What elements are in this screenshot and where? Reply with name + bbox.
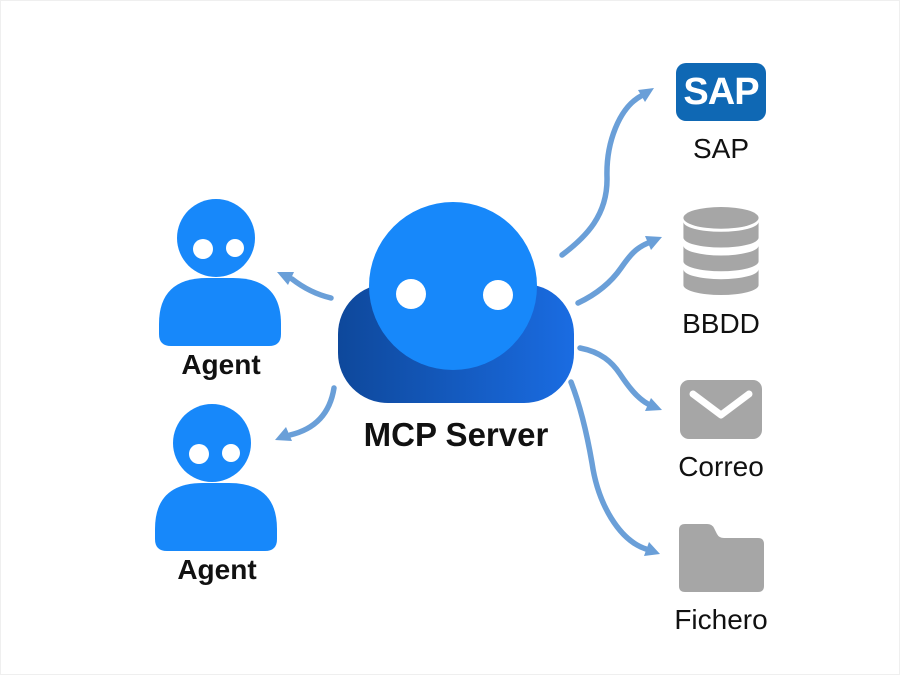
right-eye xyxy=(222,444,240,462)
right-eye xyxy=(483,280,513,310)
arrow-to-fichero xyxy=(568,379,660,556)
left-eye xyxy=(193,239,213,259)
correo-label: Correo xyxy=(678,451,764,482)
correo-node: Correo xyxy=(666,380,776,483)
bbdd-label: BBDD xyxy=(682,308,760,339)
left-eye xyxy=(189,444,209,464)
left-eye xyxy=(396,279,426,309)
sap-badge-icon: SAP xyxy=(676,63,766,121)
agent-2-label: Agent xyxy=(177,554,257,585)
person-icon xyxy=(155,404,277,551)
bbdd-node: BBDD xyxy=(666,207,776,340)
person-icon xyxy=(159,199,281,346)
mcp-server-label: MCP Server xyxy=(363,416,549,453)
agent-1-node: Agent xyxy=(158,198,284,381)
fichero-node: Fichero xyxy=(666,518,776,636)
sap-node: SAP SAP xyxy=(666,63,776,165)
sap-badge-text: SAP xyxy=(683,70,759,113)
arrow-to-correo xyxy=(577,345,662,411)
mcp-server-node: MCP Server xyxy=(331,198,581,454)
envelope-icon xyxy=(680,380,762,439)
arrow-to-agent-2 xyxy=(275,385,337,441)
arrow-to-agent-1 xyxy=(277,272,334,301)
folder-icon xyxy=(678,524,764,592)
fichero-label: Fichero xyxy=(674,604,768,635)
right-eye xyxy=(226,239,244,257)
agent-1-label: Agent xyxy=(181,349,261,380)
agent-2-node: Agent xyxy=(154,403,280,586)
arrow-to-bbdd xyxy=(575,236,662,306)
cloud-robot-icon xyxy=(338,202,574,403)
sap-label: SAP xyxy=(692,133,750,164)
robot-head xyxy=(369,202,537,370)
database-icon xyxy=(683,207,759,296)
